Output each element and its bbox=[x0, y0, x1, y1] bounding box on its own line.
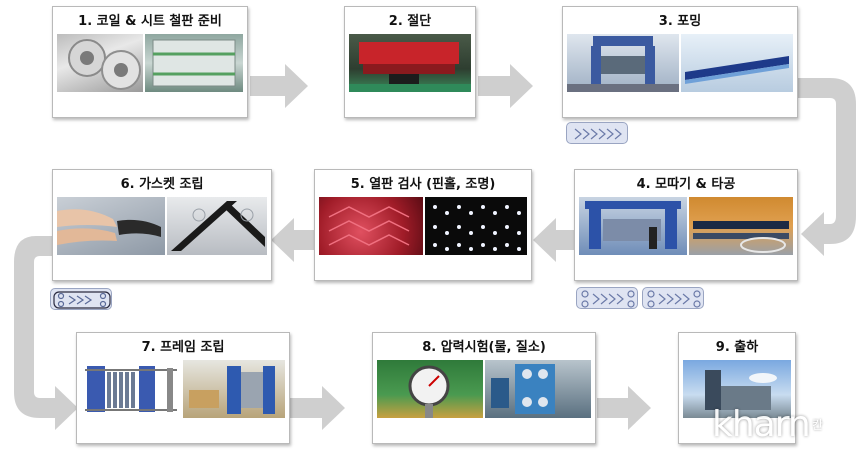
step-card-7: 7. 프레임 조립 bbox=[76, 332, 290, 444]
gasket-assembly-hands-photo bbox=[57, 197, 165, 255]
step-card-4: 4. 모따기 & 타공 bbox=[574, 169, 798, 281]
arrow-step5-to-step6 bbox=[271, 218, 314, 262]
arrow-step4-to-step5 bbox=[533, 218, 574, 262]
pinhole-inspection-photo bbox=[319, 197, 423, 255]
arrow-step8-to-step9 bbox=[597, 386, 651, 430]
forming-press-photo bbox=[567, 34, 679, 92]
gasket-plate-icon bbox=[50, 288, 112, 310]
step-title-1: 1. 코일 & 시트 철판 준비 bbox=[78, 14, 222, 29]
pressure-test-unit-photo bbox=[485, 360, 591, 418]
light-inspection-photo bbox=[425, 197, 527, 255]
gasket-detail-photo bbox=[167, 197, 267, 255]
arrow-step1-to-step2 bbox=[250, 64, 308, 108]
step-card-2: 2. 절단 bbox=[344, 6, 476, 118]
step-title-8: 8. 압력시험(물, 질소) bbox=[422, 340, 546, 355]
step-title-9: 9. 출하 bbox=[715, 340, 759, 355]
step-card-8: 8. 압력시험(물, 질소) bbox=[372, 332, 596, 444]
step-title-7: 7. 프레임 조립 bbox=[141, 340, 225, 355]
shipping-photo bbox=[683, 360, 791, 418]
step-card-9: 9. 출하 bbox=[678, 332, 796, 444]
step-title-6: 6. 가스켓 조립 bbox=[120, 177, 204, 192]
arrow-step7-to-step8 bbox=[290, 386, 345, 430]
step-card-3: 3. 포밍 bbox=[562, 6, 798, 118]
step-title-4: 4. 모따기 & 타공 bbox=[636, 177, 736, 192]
chamfered-plate-icon-2 bbox=[642, 287, 704, 309]
watermark-suffix: 칸 bbox=[812, 418, 824, 432]
formed-plate-icon bbox=[566, 122, 628, 144]
frame-assembled-photo bbox=[183, 360, 285, 418]
step-card-1: 1. 코일 & 시트 철판 준비 bbox=[52, 6, 248, 118]
step-title-3: 3. 포밍 bbox=[658, 14, 702, 29]
chamfered-plate-icon-1 bbox=[576, 287, 638, 309]
frame-diagram-photo bbox=[81, 360, 181, 418]
formed-plate-photo bbox=[681, 34, 793, 92]
watermark-logo: kharn bbox=[712, 404, 811, 445]
arrow-step2-to-step3 bbox=[478, 64, 533, 108]
step-card-6: 6. 가스켓 조립 bbox=[52, 169, 272, 281]
pressure-gauge-photo bbox=[377, 360, 483, 418]
arrow-uturn-left bbox=[14, 236, 78, 430]
punching-machine-photo bbox=[689, 197, 793, 255]
cutting-machine-photo bbox=[349, 34, 471, 92]
step-title-5: 5. 열판 검사 (핀홀, 조명) bbox=[350, 177, 496, 192]
sheet-steel-photo bbox=[145, 34, 243, 92]
coil-photo bbox=[57, 34, 143, 92]
step-card-5: 5. 열판 검사 (핀홀, 조명) bbox=[314, 169, 532, 281]
step-title-2: 2. 절단 bbox=[388, 14, 432, 29]
chamfer-machine-photo bbox=[579, 197, 687, 255]
arrow-uturn-right bbox=[797, 78, 856, 256]
